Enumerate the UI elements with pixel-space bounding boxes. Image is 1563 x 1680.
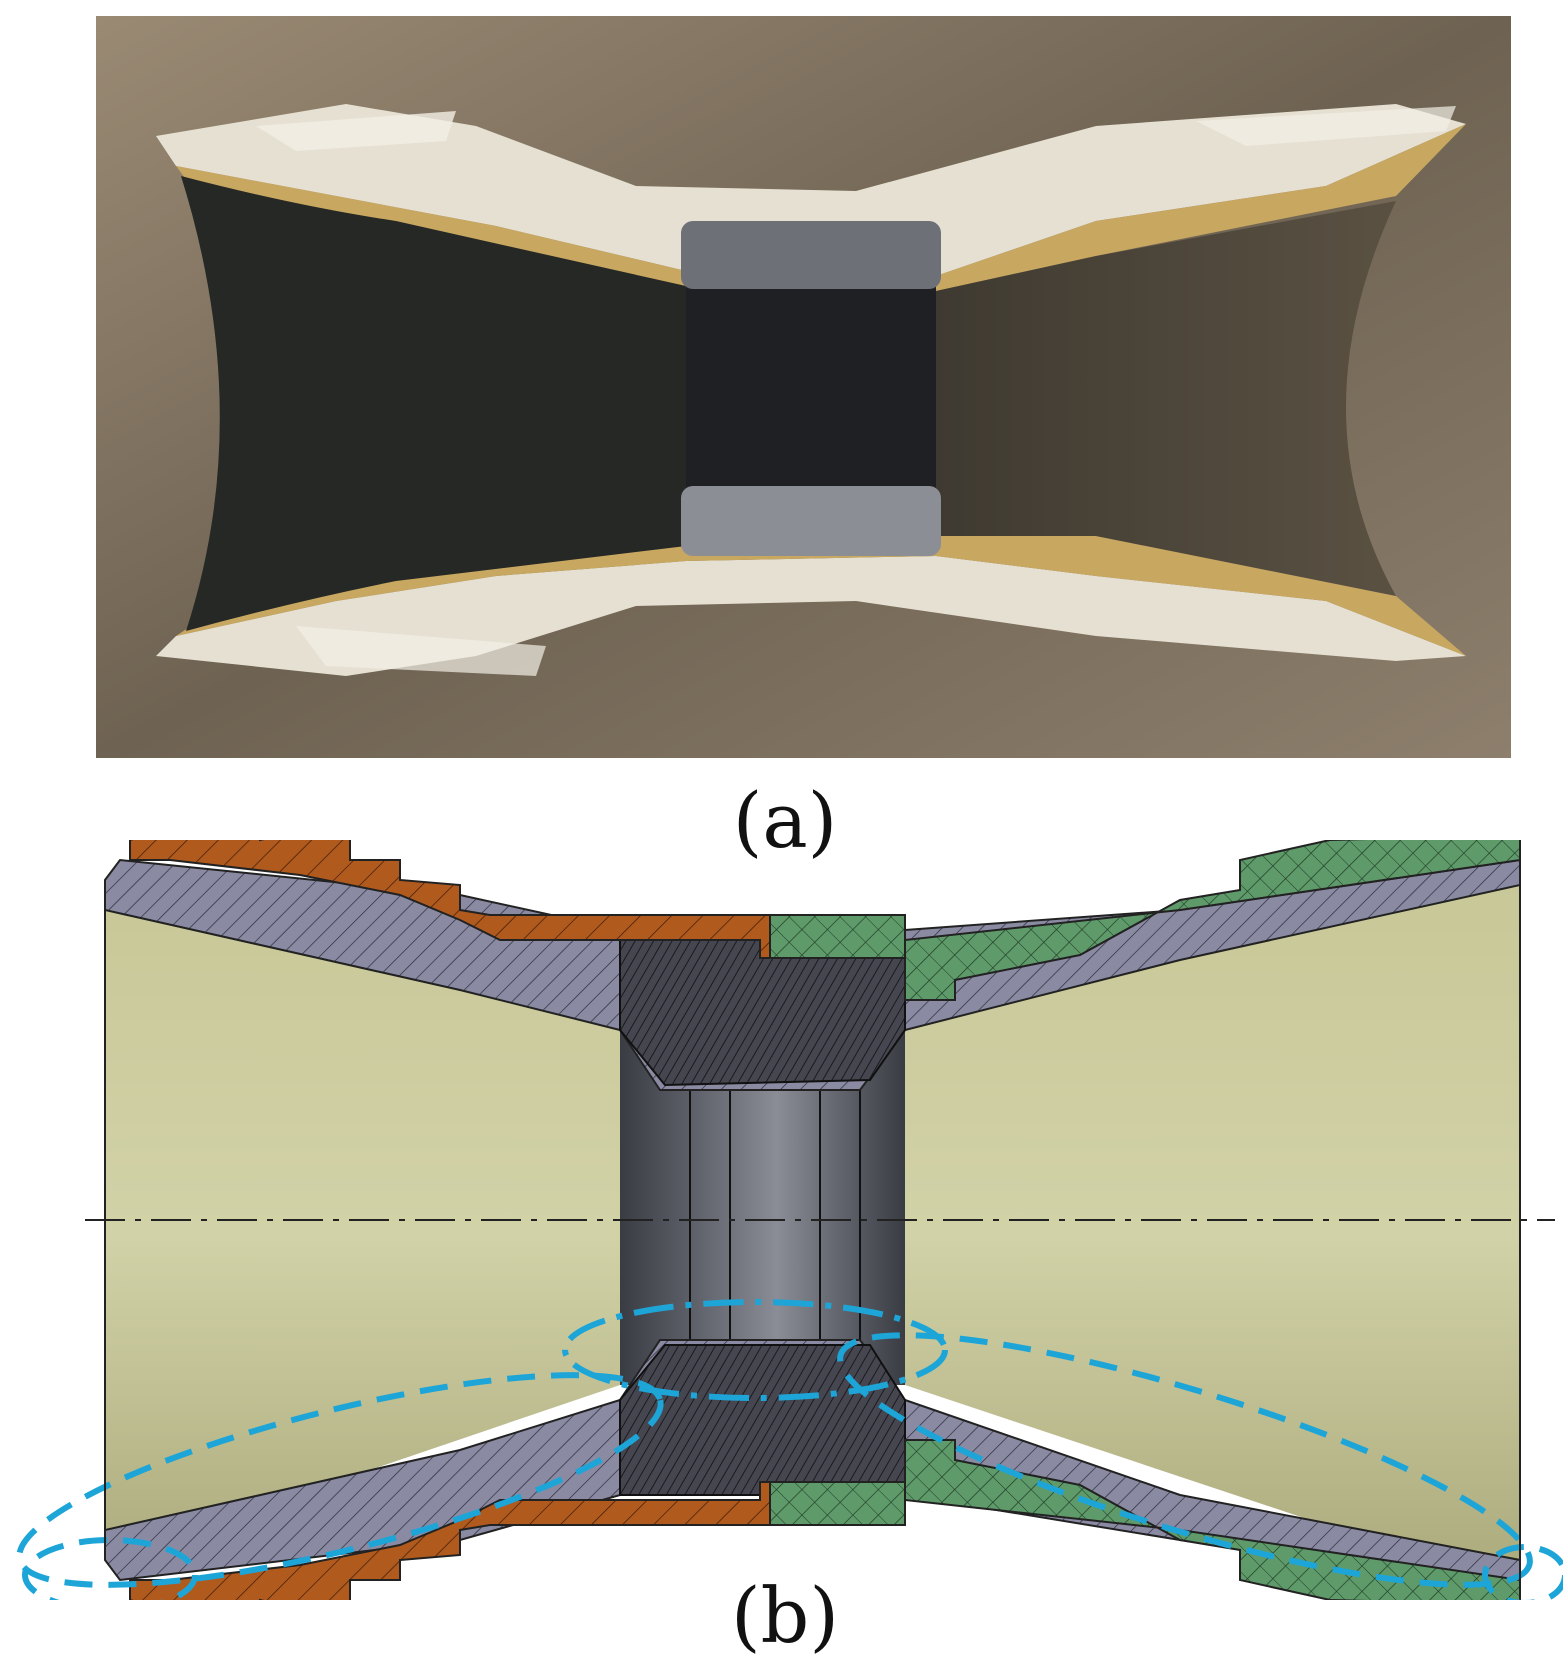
- panel-a-caption: (a): [732, 776, 838, 865]
- nozzle-section-photo: [96, 16, 1511, 758]
- photo-throat-insert-bottom: [681, 486, 941, 556]
- annotation-left-diffuser: [16, 1372, 664, 1588]
- upper-outer-shell-right: [769, 840, 1521, 1001]
- nozzle-cross-section-drawing: [0, 840, 1563, 1600]
- photo-left-cavity: [181, 176, 686, 631]
- annotation-right-diffuser: [837, 1332, 1533, 1588]
- photo-throat-insert-top: [681, 221, 941, 289]
- photo-right-cavity: [936, 201, 1396, 596]
- photo-top-liner: [176, 124, 1466, 291]
- lower-throat-insert: [619, 1344, 906, 1496]
- panel-b-caption: (b): [731, 1571, 839, 1660]
- annotation-left-inlet-tip: [22, 1537, 198, 1600]
- annotation-throat-area: [562, 1299, 948, 1401]
- erosion-annotations: [16, 1299, 1563, 1600]
- annotation-right-exit-tip: [1482, 1544, 1563, 1600]
- photo-top-wall: [156, 104, 1466, 276]
